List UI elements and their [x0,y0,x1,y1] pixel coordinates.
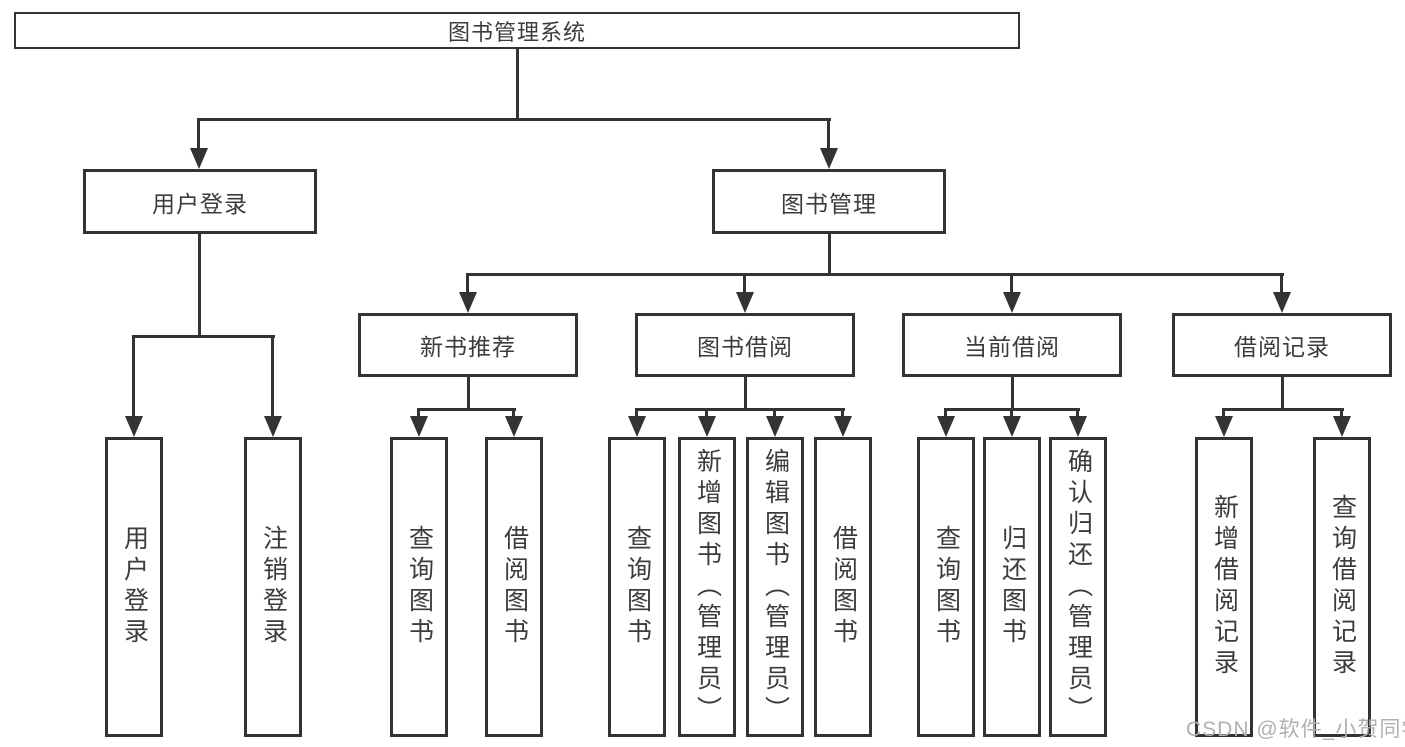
arrow-down-icon [1003,273,1021,313]
connector-book-mgmt-stem [828,234,831,273]
arrow-down-icon [125,335,143,437]
node-book-borrowing: 图书借阅 [635,313,855,377]
leaf-query-books-borrowing: 查询图书 [608,437,666,737]
connector-recommend-stem [467,377,470,408]
leaf-label: 新增图书（管理员） [693,447,722,727]
connector-records-stem [1281,377,1284,408]
arrow-down-icon [1333,408,1351,437]
connector-user-login-stem [198,234,201,335]
leaf-label: 查询图书 [405,525,434,649]
leaf-label: 编辑图书（管理员） [761,447,790,727]
connector-user-login-rail [132,335,275,338]
leaf-label: 查询借阅记录 [1328,494,1357,680]
connector-root-rail [197,118,831,121]
leaf-user-login: 用户登录 [105,437,163,737]
arrow-down-icon [628,408,646,437]
leaf-label: 借阅图书 [829,525,858,649]
connector-borrowing-stem [744,377,747,408]
leaf-label: 新增借阅记录 [1210,494,1239,680]
arrow-down-icon [820,118,838,169]
leaf-return-books: 归还图书 [983,437,1041,737]
leaf-label: 查询图书 [623,525,652,649]
leaf-add-books-admin: 新增图书（管理员） [678,437,736,737]
arrow-down-icon [766,408,784,437]
arrow-down-icon [1273,273,1291,313]
arrow-down-icon [1069,408,1087,437]
leaf-add-borrow-record: 新增借阅记录 [1195,437,1253,737]
leaf-label: 归还图书 [998,525,1027,649]
node-book-management: 图书管理 [712,169,946,234]
leaf-label: 用户登录 [120,525,149,649]
arrow-down-icon [264,335,282,437]
leaf-label: 借阅图书 [500,525,529,649]
leaf-borrow-books-recommend: 借阅图书 [485,437,543,737]
node-library-management-system: 图书管理系统 [14,12,1020,49]
arrow-down-icon [834,408,852,437]
arrow-down-icon [698,408,716,437]
node-borrowing-records: 借阅记录 [1172,313,1392,377]
arrow-down-icon [459,273,477,313]
leaf-confirm-return-admin: 确认归还（管理员） [1049,437,1107,737]
leaf-borrow-books: 借阅图书 [814,437,872,737]
arrow-down-icon [410,408,428,437]
csdn-watermark: CSDN @软件_小贺同学 [1186,718,1405,741]
leaf-logout: 注销登录 [244,437,302,737]
arrow-down-icon [505,408,523,437]
leaf-query-books-current: 查询图书 [917,437,975,737]
node-new-book-recommendation: 新书推荐 [358,313,578,377]
arrow-down-icon [1003,408,1021,437]
arrow-down-icon [937,408,955,437]
leaf-label: 查询图书 [932,525,961,649]
connector-root-stem [516,49,519,118]
connector-book-mgmt-rail [466,273,1284,276]
leaf-query-borrow-record: 查询借阅记录 [1313,437,1371,737]
leaf-edit-books-admin: 编辑图书（管理员） [746,437,804,737]
node-current-borrowing: 当前借阅 [902,313,1122,377]
arrow-down-icon [190,118,208,169]
connector-recommend-rail [417,408,516,411]
node-user-login: 用户登录 [83,169,317,234]
connector-borrowing-rail [635,408,845,411]
leaf-label: 注销登录 [259,525,288,649]
connector-current-stem [1011,377,1014,408]
arrow-down-icon [736,273,754,313]
leaf-query-books-recommend: 查询图书 [390,437,448,737]
arrow-down-icon [1215,408,1233,437]
leaf-label: 确认归还（管理员） [1064,447,1093,727]
connector-records-rail [1222,408,1344,411]
